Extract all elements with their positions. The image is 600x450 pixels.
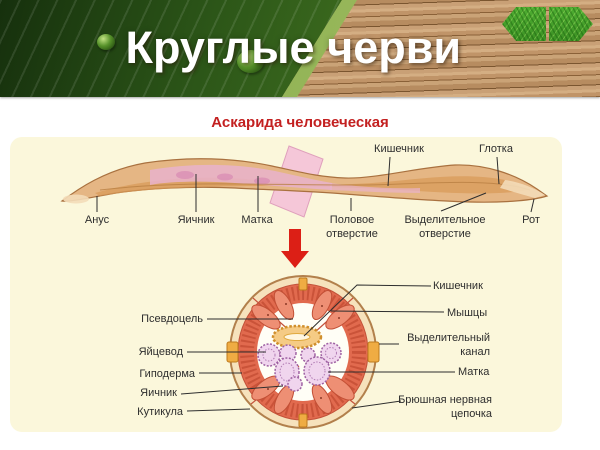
label-muscles: Мышцы (447, 307, 488, 319)
label-ovary-worm: Яичник (177, 214, 215, 226)
label-genital-opening: Половое отверстие (326, 214, 378, 240)
leaf-veins (0, 0, 342, 97)
label-pharynx: Глотка (479, 143, 513, 155)
slide-title: Круглые черви (125, 22, 462, 73)
prev-grass-arrow-icon[interactable] (502, 7, 546, 41)
next-grass-arrow-icon[interactable] (549, 7, 593, 41)
label-uterus-worm: Матка (241, 214, 273, 226)
label-intestine-worm: Кишечник (374, 143, 424, 155)
label-cuticle: Кутикула (137, 406, 183, 418)
label-intestine-cross: Кишечник (433, 280, 483, 292)
label-excretory-canal: Выделительный канал (407, 332, 490, 358)
label-ventral-nerve-cord: Брюшная нервная цепочка (398, 394, 492, 420)
label-oviduct: Яйцевод (138, 346, 183, 358)
label-anus: Анус (84, 214, 110, 226)
label-pseudocoel: Псевдоцель (141, 313, 203, 325)
label-excretory-opening: Выделительное отверстие (404, 214, 486, 240)
water-droplet (97, 34, 115, 50)
water-droplet (237, 50, 264, 73)
figure-subtitle: Аскарида человеческая (211, 114, 389, 131)
header-banner: Круглые черви (0, 0, 600, 97)
leaf-photo-background (0, 0, 342, 97)
label-mouth: Рот (522, 214, 540, 226)
label-uterus-cross: Матка (458, 366, 490, 378)
label-ovary-cross: Яичник (140, 387, 177, 399)
label-hypodermis: Гиподерма (139, 368, 195, 380)
